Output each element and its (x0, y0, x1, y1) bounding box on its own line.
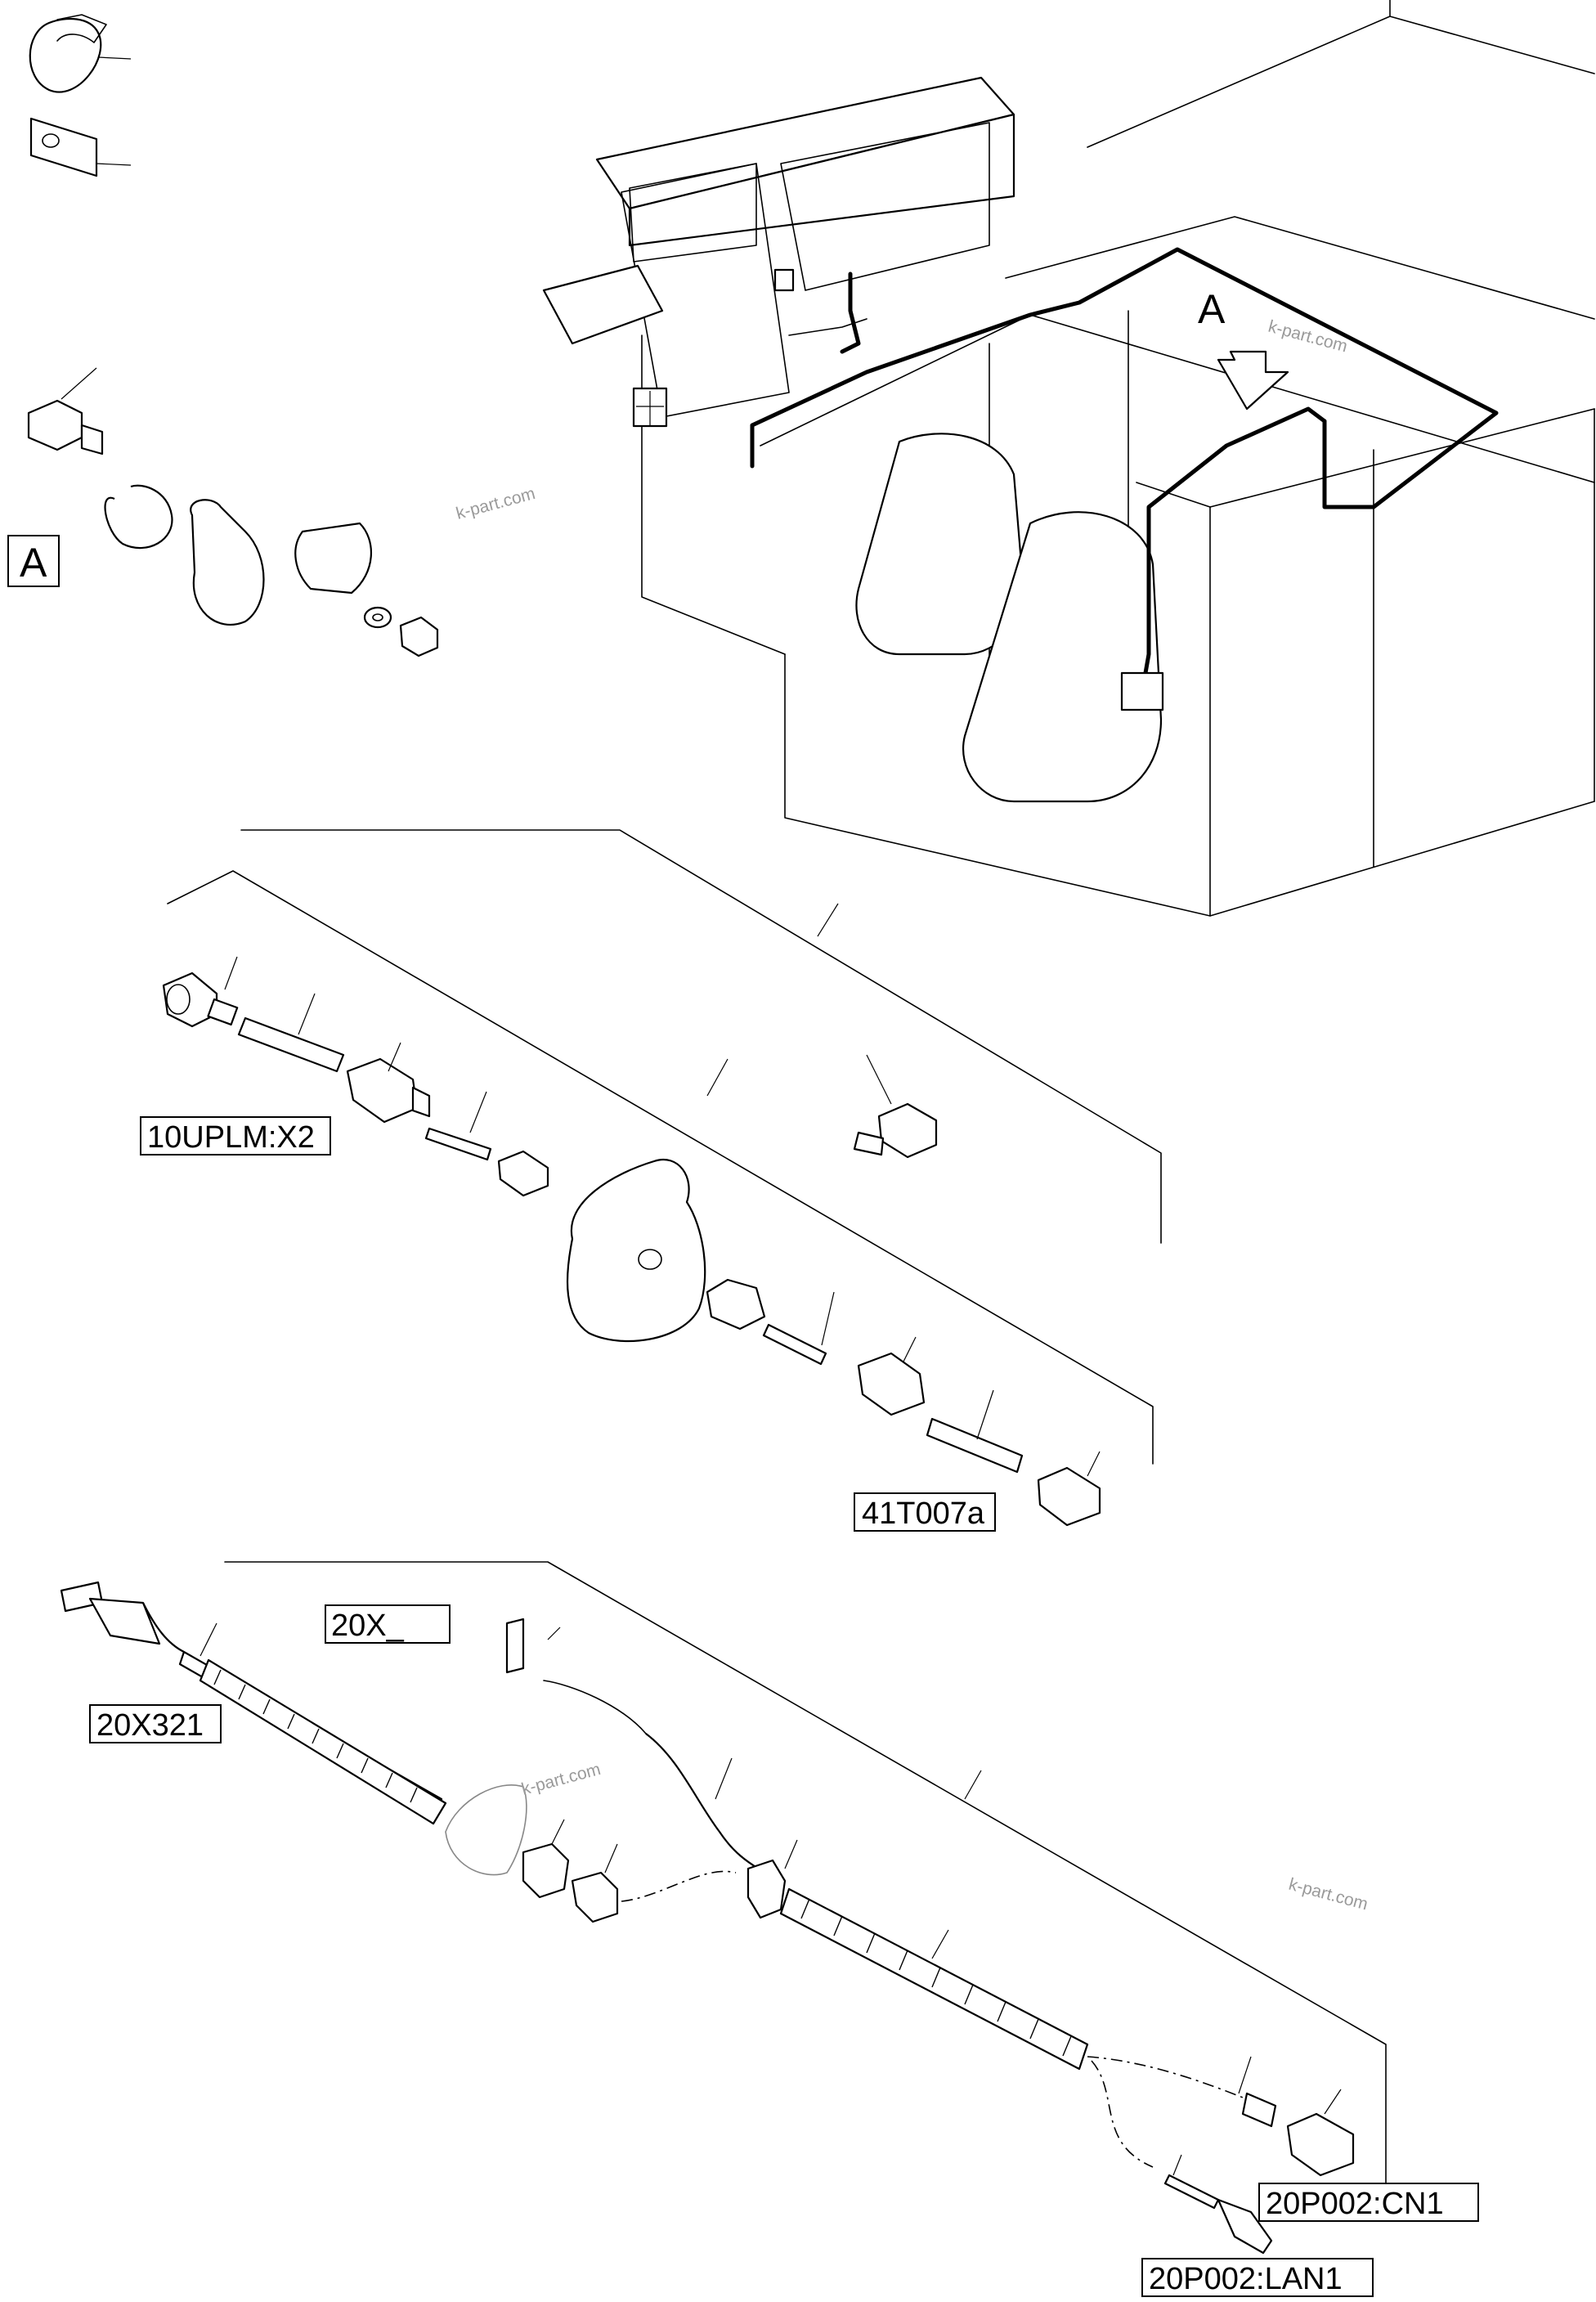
label-20p002-cn1: 20P002:CN1 (1258, 2183, 1479, 2222)
machine-harness (750, 247, 1499, 711)
watermark-4: k-part.com (1287, 1875, 1370, 1914)
cable-tie-icon[interactable] (29, 14, 132, 93)
svg-text:20X321: 20X321 (96, 1708, 204, 1743)
harness-parts[interactable] (60, 1581, 1355, 2255)
antenna-bracket-lines (167, 829, 1162, 1465)
washer-icon[interactable] (363, 606, 392, 629)
detail-a-label: A (20, 540, 47, 586)
svg-text:20P002:LAN1: 20P002:LAN1 (1149, 2262, 1343, 2296)
label-20x-blank: 20X_ (325, 1604, 451, 1644)
clamp-icon[interactable] (104, 484, 373, 626)
label-20x321: 20X321 (89, 1704, 222, 1743)
label-20p002-lan1: 20P002:LAN1 (1141, 2258, 1374, 2297)
conduit-hatch-left (213, 1669, 418, 1803)
conduit-hatch-right (800, 1898, 1072, 2057)
machine-outline (542, 0, 1595, 917)
detail-a-box: A (7, 535, 60, 587)
svg-text:41T007a: 41T007a (862, 1497, 985, 1531)
antenna-parts[interactable] (162, 956, 1101, 1527)
view-a-arrow: A (1198, 286, 1289, 411)
harness-bracket-lines (224, 1561, 1387, 2209)
view-a-arrow-label: A (1198, 286, 1226, 332)
label-41t007a: 41T007a (854, 1492, 996, 1532)
svg-text:10UPLM:X2: 10UPLM:X2 (147, 1120, 315, 1155)
watermark-1: k-part.com (454, 484, 537, 523)
svg-text:20X_: 20X_ (331, 1609, 405, 1643)
watermark-2: k-part.com (1266, 317, 1350, 357)
label-10uplm-x2: 10UPLM:X2 (140, 1116, 331, 1155)
standoff-icon[interactable] (27, 367, 104, 455)
tag-icon[interactable] (29, 117, 132, 177)
watermark-3: k-part.com (519, 1760, 603, 1799)
nut-icon[interactable] (399, 616, 439, 657)
svg-text:20P002:CN1: 20P002:CN1 (1266, 2187, 1444, 2221)
